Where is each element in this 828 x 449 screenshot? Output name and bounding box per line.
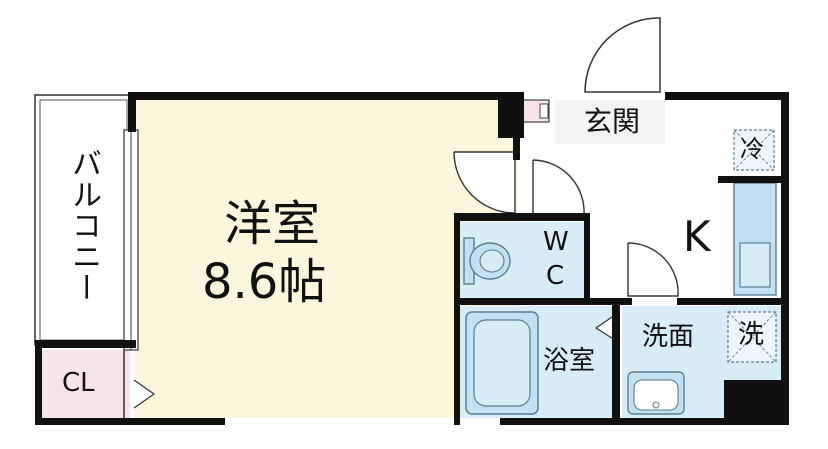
walls bbox=[35, 92, 789, 425]
bath-door-marker bbox=[594, 314, 616, 341]
toilet-label-c: C bbox=[546, 261, 565, 291]
fridge-label: 冷 bbox=[740, 135, 764, 163]
kitchen-sink bbox=[739, 242, 771, 288]
closet-floor bbox=[42, 350, 130, 418]
balcony-label: バルコニー bbox=[66, 148, 101, 303]
toilet-label-w: W bbox=[543, 227, 569, 257]
entrance-door bbox=[584, 17, 661, 93]
entrance-label: 玄関 bbox=[584, 105, 641, 138]
entrance-floor bbox=[555, 100, 665, 144]
western-room-size: 8.6帖 bbox=[202, 254, 327, 310]
kitchen-label: K bbox=[683, 212, 711, 261]
closet-door-marker bbox=[133, 379, 156, 409]
closet-label: CL bbox=[62, 368, 95, 398]
bathroom-label: 浴室 bbox=[543, 346, 596, 376]
washroom-label: 洗面 bbox=[642, 322, 695, 352]
washer-label: 洗 bbox=[738, 320, 765, 350]
western-room-name: 洋室 bbox=[224, 196, 321, 252]
washroom-door bbox=[627, 242, 679, 297]
western-room-door bbox=[453, 151, 516, 214]
western-room-floor bbox=[135, 98, 517, 418]
